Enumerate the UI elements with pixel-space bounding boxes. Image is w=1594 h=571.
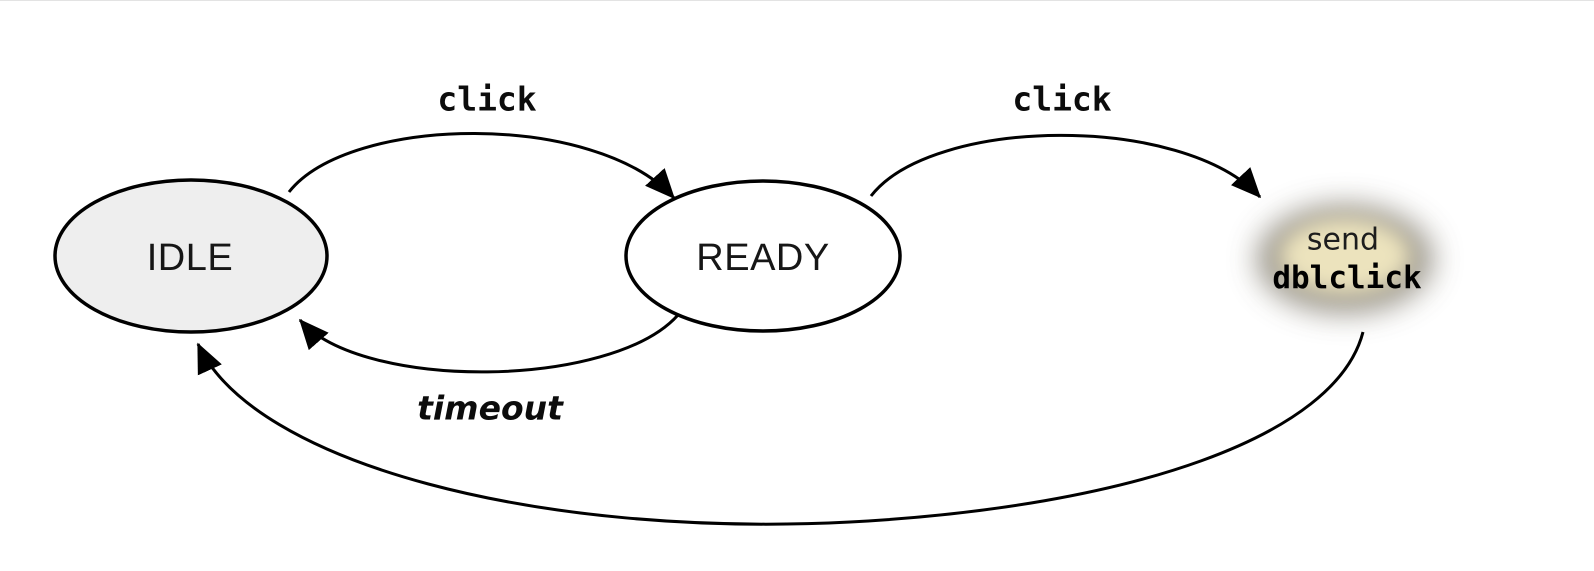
transition-arrow-idle-to-ready bbox=[287, 132, 676, 200]
transition-arrow-ready-to-idle bbox=[298, 313, 680, 374]
idle-label: IDLE bbox=[147, 237, 233, 279]
send-dblclick-label-line1: send bbox=[1307, 223, 1379, 258]
ready-label: READY bbox=[696, 237, 829, 279]
idle-ellipse bbox=[53, 178, 329, 334]
diagram-content: send dblclick click click timeout IDLE bbox=[53, 80, 1433, 526]
transition-label-click-2: click bbox=[1012, 80, 1111, 119]
send-dblclick-glow-core bbox=[1279, 218, 1411, 294]
transition-arrow-send-dblclick-to-idle bbox=[196, 331, 1365, 526]
state-node-ready: READY bbox=[624, 179, 902, 333]
ready-ellipse bbox=[624, 179, 902, 333]
send-dblclick-label-line2: dblclick bbox=[1272, 260, 1422, 296]
transition-label-timeout: timeout bbox=[417, 389, 564, 428]
state-node-send-dblclick: send dblclick bbox=[1257, 205, 1433, 313]
transition-label-click-1: click bbox=[437, 80, 536, 119]
state-node-idle: IDLE bbox=[53, 178, 329, 334]
transition-arrow-ready-to-send-dblclick bbox=[869, 133, 1262, 199]
